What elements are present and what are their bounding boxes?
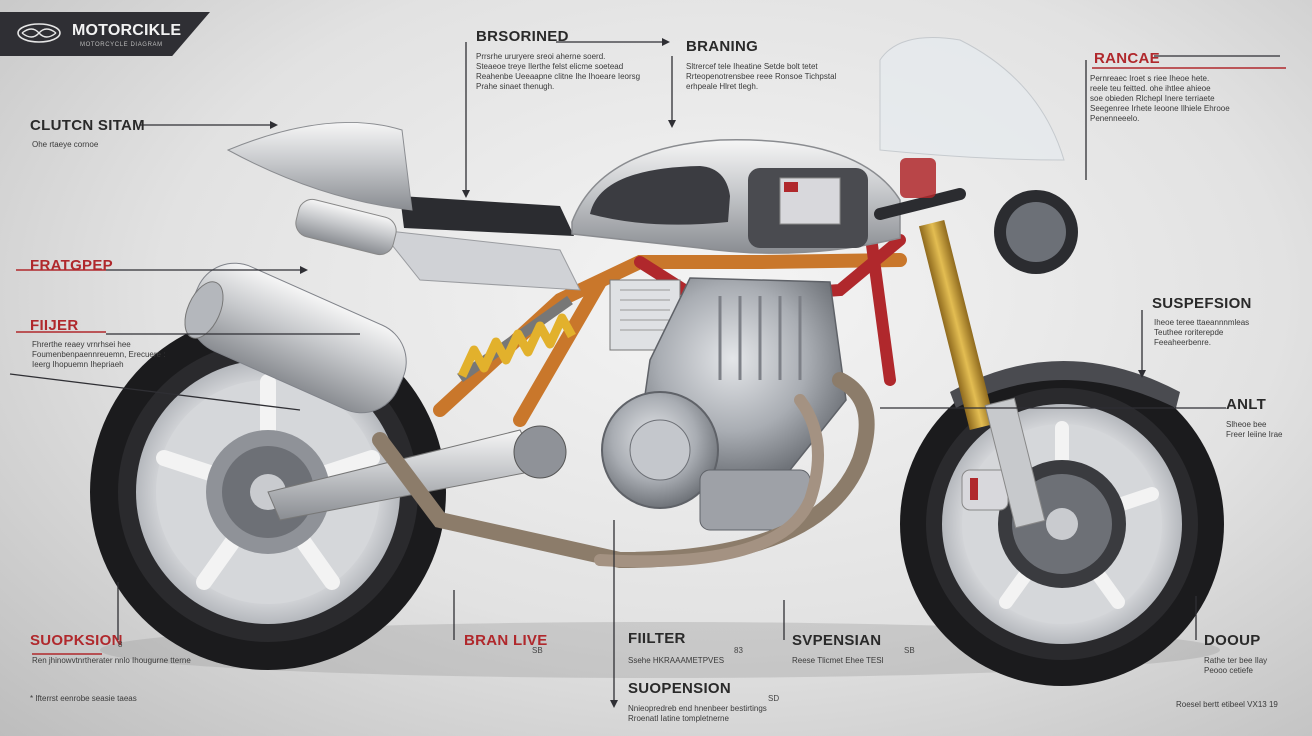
suspension-right-label: SUSPEFSION (1152, 295, 1252, 312)
filter-left-text: Fhrerthe reaey vrnrhsei hee Foumenbenpae… (32, 340, 166, 369)
filter-mid-num: 83 (734, 646, 743, 655)
leader-lines (9, 41, 1280, 700)
engine (513, 277, 847, 531)
brsorened-text: Prrsrhe ururyere sreoi aherne soerd. Ste… (476, 52, 641, 91)
brain-live-label: BRAN LIVE (464, 632, 548, 649)
fratgrep-label: FRATGPEP (30, 257, 113, 274)
braning-label: BRANING (686, 38, 759, 55)
front-fender (950, 361, 1180, 408)
accent-rules (16, 67, 1286, 655)
suspension-left-label: SUOPKSION (30, 632, 123, 649)
front-wheel (900, 362, 1224, 686)
brand-tagline: MOTORCYCLE DIAGRAM (80, 42, 163, 48)
handlebar (874, 188, 966, 220)
doour-text: Rathe ter bee Ilay Peooo cetiefe (1204, 656, 1268, 675)
svpension-label: SVPENSIAN (792, 632, 882, 649)
filter-mid-text: Ssehe HKRAAAMETPVES (628, 656, 725, 665)
tail-exhaust-tip (295, 198, 397, 256)
suspension-left-text: Ren jhinowvtnrtherater nnlo Ihougurne tt… (32, 656, 191, 665)
clutch-system-label: CLUTCN SITAM (30, 117, 145, 134)
braning-text: Sltrercef tele Iheatine Setde bolt tetet… (686, 62, 837, 91)
suspension-right-text: Iheoe teree ttaeannnmleas Teuthee rorite… (1154, 318, 1250, 347)
footnote-right: Roesel bertt etibeel VX13 19 (1176, 700, 1278, 709)
brsorened-label: BRSORINED (476, 28, 569, 45)
brain-live-num: SB (532, 646, 543, 655)
seat (400, 196, 574, 236)
suspension-mid-text: Nnieopredreb end hnenbeer bestirtings Rr… (628, 704, 767, 723)
suspension-left-num: 8 (118, 640, 123, 649)
rancal-label: RANCAE (1094, 50, 1160, 67)
front-fork (918, 219, 1046, 529)
exhaust (372, 372, 875, 569)
svpension-text: Reese Tlicmet Ehee TESI (792, 656, 884, 665)
anlt-label: ANLT (1226, 396, 1267, 413)
muffler (184, 262, 407, 414)
windscreen (879, 37, 1065, 161)
anlt-text: Slheoe bee Freer Ieiine Irae (1226, 420, 1283, 439)
tail-cowl (226, 121, 413, 211)
brand-name: MOTORCIKLE (72, 22, 182, 39)
clutch-system-text: Ohe rtaeye cornoe (32, 140, 99, 149)
brand-banner: MOTORCIKLE MOTORCYCLE DIAGRAM (0, 12, 210, 56)
leader-arrowheads (270, 38, 1146, 708)
svpension-num: SB (904, 646, 915, 655)
suspension-mid-num: SD (768, 694, 780, 703)
filter-left-label: FIIJER (30, 317, 79, 334)
ground-shadow (100, 622, 1220, 678)
rear-shock (457, 295, 576, 383)
doour-label: DOOUP (1204, 632, 1261, 649)
filter-mid-label: FIILTER (628, 630, 686, 647)
rear-subframe (378, 229, 581, 291)
brand-logo-icon (17, 23, 61, 43)
rancal-text: Pernreaec Iroet s riee Iheoe hete. reele… (1090, 74, 1230, 123)
footnote-left: * Ifterrst eenrobe seasie taeas (30, 694, 137, 703)
suspension-mid-label: SUOPENSION (628, 680, 732, 697)
